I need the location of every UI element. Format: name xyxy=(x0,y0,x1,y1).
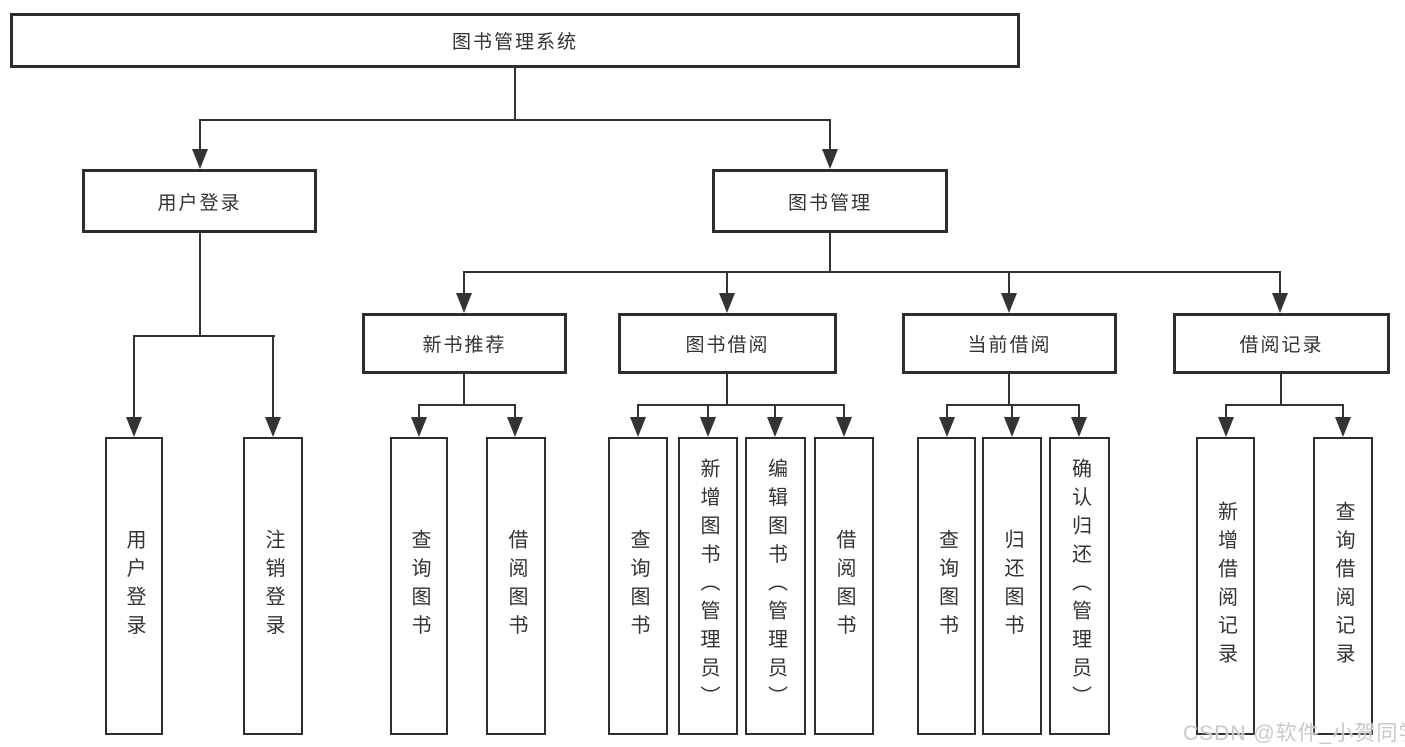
arrowhead-icon xyxy=(700,417,716,437)
arrowhead-icon xyxy=(1004,417,1020,437)
connector-line xyxy=(514,68,516,120)
node-new-book-recommend: 新书推荐 xyxy=(362,313,567,374)
node-user-login: 用户登录 xyxy=(82,169,317,233)
node-leaf-confirm-return-admin: 确认归还（管理员） xyxy=(1049,437,1110,735)
node-leaf-borrow-book-1: 借阅图书 xyxy=(486,437,546,735)
node-leaf-edit-book-admin: 编辑图书（管理员） xyxy=(745,437,806,735)
node-leaf-query-book-2: 查询图书 xyxy=(608,437,668,735)
connector-line xyxy=(133,335,275,337)
node-leaf-add-book-admin: 新增图书（管理员） xyxy=(678,437,738,735)
arrowhead-icon xyxy=(836,417,852,437)
connector-line xyxy=(463,271,465,295)
arrowhead-icon xyxy=(1272,293,1288,313)
arrowhead-icon xyxy=(126,417,142,437)
connector-line xyxy=(946,404,948,419)
connector-line xyxy=(1008,374,1010,405)
connector-line xyxy=(199,119,831,121)
node-leaf-borrow-book-2: 借阅图书 xyxy=(814,437,874,735)
connector-line xyxy=(774,404,776,419)
connector-line xyxy=(1078,404,1080,419)
connector-line xyxy=(272,335,274,418)
arrowhead-icon xyxy=(411,417,427,437)
node-leaf-return-book: 归还图书 xyxy=(982,437,1042,735)
connector-line xyxy=(514,404,516,419)
arrowhead-icon xyxy=(719,293,735,313)
arrowhead-icon xyxy=(822,149,838,169)
connector-line xyxy=(1279,271,1281,295)
connector-line xyxy=(843,404,845,419)
connector-line xyxy=(1008,271,1010,295)
node-leaf-logout: 注销登录 xyxy=(243,437,303,735)
connector-line xyxy=(1225,404,1227,419)
arrowhead-icon xyxy=(1218,417,1234,437)
connector-line xyxy=(1342,404,1344,419)
arrowhead-icon xyxy=(192,149,208,169)
connector-line xyxy=(1280,374,1282,405)
node-leaf-query-book-1: 查询图书 xyxy=(390,437,448,735)
node-leaf-user-login: 用户登录 xyxy=(105,437,163,735)
connector-line xyxy=(829,233,831,273)
node-leaf-add-borrow-record: 新增借阅记录 xyxy=(1196,437,1255,735)
node-book-borrow: 图书借阅 xyxy=(618,313,837,374)
arrowhead-icon xyxy=(630,417,646,437)
connector-line xyxy=(199,233,201,336)
connector-line xyxy=(463,374,465,405)
connector-line xyxy=(726,374,728,405)
connector-line xyxy=(199,119,201,150)
connector-line xyxy=(637,404,845,406)
connector-line xyxy=(1011,404,1013,419)
connector-line xyxy=(418,404,420,419)
connector-line xyxy=(418,404,516,406)
node-borrow-records: 借阅记录 xyxy=(1173,313,1390,374)
node-leaf-query-book-3: 查询图书 xyxy=(917,437,976,735)
arrowhead-icon xyxy=(456,293,472,313)
arrowhead-icon xyxy=(767,417,783,437)
arrowhead-icon xyxy=(507,417,523,437)
csdn-watermark: CSDN @软件_小贺同学 xyxy=(1183,722,1405,745)
node-root: 图书管理系统 xyxy=(10,13,1020,68)
arrowhead-icon xyxy=(939,417,955,437)
connector-line xyxy=(637,404,639,419)
arrowhead-icon xyxy=(1001,293,1017,313)
connector-line xyxy=(946,404,1080,406)
connector-line xyxy=(707,404,709,419)
arrowhead-icon xyxy=(1335,417,1351,437)
connector-line xyxy=(829,119,831,150)
node-leaf-query-borrow-record: 查询借阅记录 xyxy=(1313,437,1373,735)
arrowhead-icon xyxy=(265,417,281,437)
connector-line xyxy=(463,271,1281,273)
node-book-management: 图书管理 xyxy=(712,169,948,233)
node-current-borrow: 当前借阅 xyxy=(902,313,1117,374)
connector-line xyxy=(1225,404,1343,406)
connector-line xyxy=(133,335,135,418)
connector-line xyxy=(726,271,728,295)
arrowhead-icon xyxy=(1071,417,1087,437)
